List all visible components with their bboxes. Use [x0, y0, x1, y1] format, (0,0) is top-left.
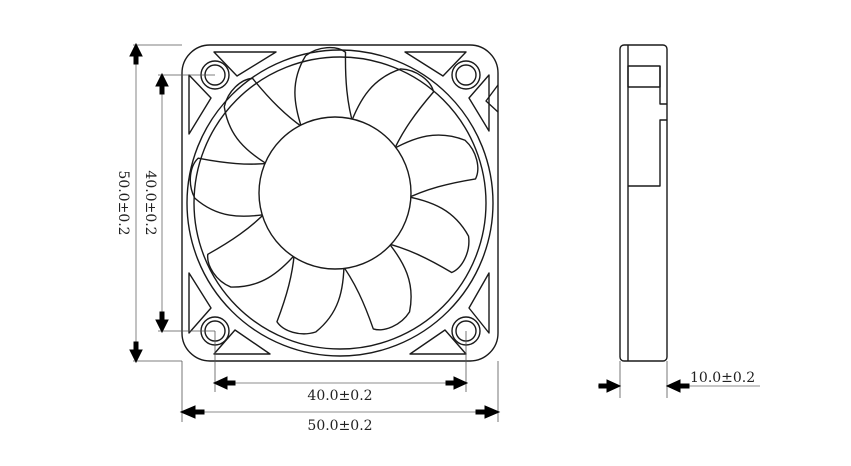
- fan-frame-outline: [181, 44, 499, 362]
- fan-side-outline: [619, 44, 668, 362]
- dim-inner-horizontal-label: 40.0±0.2: [307, 388, 372, 404]
- frame-corner-cutouts: [188, 51, 499, 355]
- fan-blade: [207, 208, 302, 288]
- dim-thickness-label: 10.0±0.2: [690, 370, 755, 386]
- fan-venturi-outer-ring: [186, 49, 494, 357]
- fan-blade: [189, 157, 275, 217]
- dim-inner-vertical-label: 40.0±0.2: [142, 170, 158, 235]
- fan-blade: [381, 194, 470, 274]
- dimension-lines: [129, 42, 760, 422]
- fan-blade: [347, 68, 435, 156]
- fan-hub: [258, 116, 412, 270]
- fan-blade: [384, 134, 479, 202]
- fan-blade: [276, 247, 345, 335]
- fan-venturi-inner-ring: [193, 56, 487, 350]
- dim-outer-vertical-label: 50.0±0.2: [115, 170, 131, 235]
- fan-blades: [189, 47, 479, 335]
- mounting-hole-top-right: [451, 60, 481, 90]
- fan-blade: [294, 47, 355, 138]
- side-view: [619, 44, 668, 362]
- dimension-labels: 40.0±0.2 50.0±0.2 50.0±0.2 40.0±0.2 10.0…: [115, 170, 755, 434]
- dim-outer-horizontal-label: 50.0±0.2: [307, 418, 372, 434]
- fan-blade: [338, 234, 412, 331]
- fan-blade: [223, 77, 309, 170]
- front-view: [181, 44, 499, 362]
